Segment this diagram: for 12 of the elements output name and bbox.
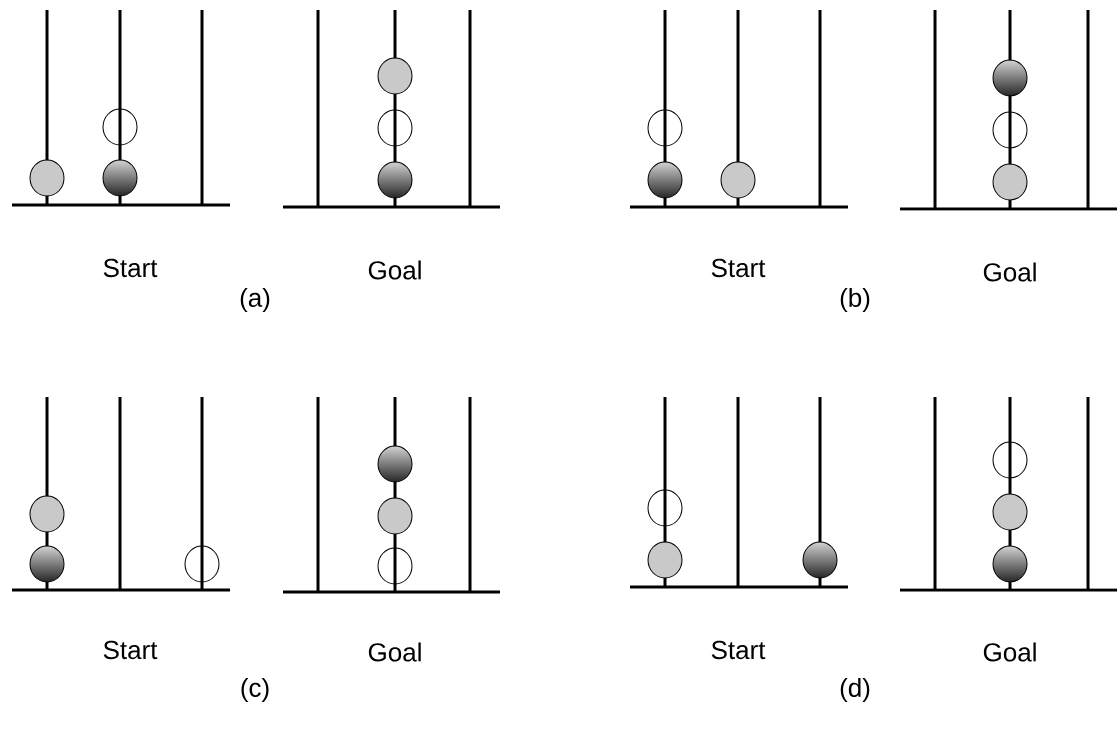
state-label: Start xyxy=(711,640,766,660)
state-label: Goal xyxy=(368,642,421,662)
panel-letter: (a) xyxy=(240,287,270,313)
state-label: Start xyxy=(103,258,158,278)
panel-letter: (b) xyxy=(840,287,870,313)
state-label: Start xyxy=(711,258,766,278)
state-label: Goal xyxy=(983,642,1036,662)
panel-letter: (d) xyxy=(840,677,870,703)
panel-letter: (c) xyxy=(241,677,269,703)
state-label: Goal xyxy=(983,262,1036,282)
state-label: Start xyxy=(103,640,158,660)
state-label: Goal xyxy=(368,260,421,280)
